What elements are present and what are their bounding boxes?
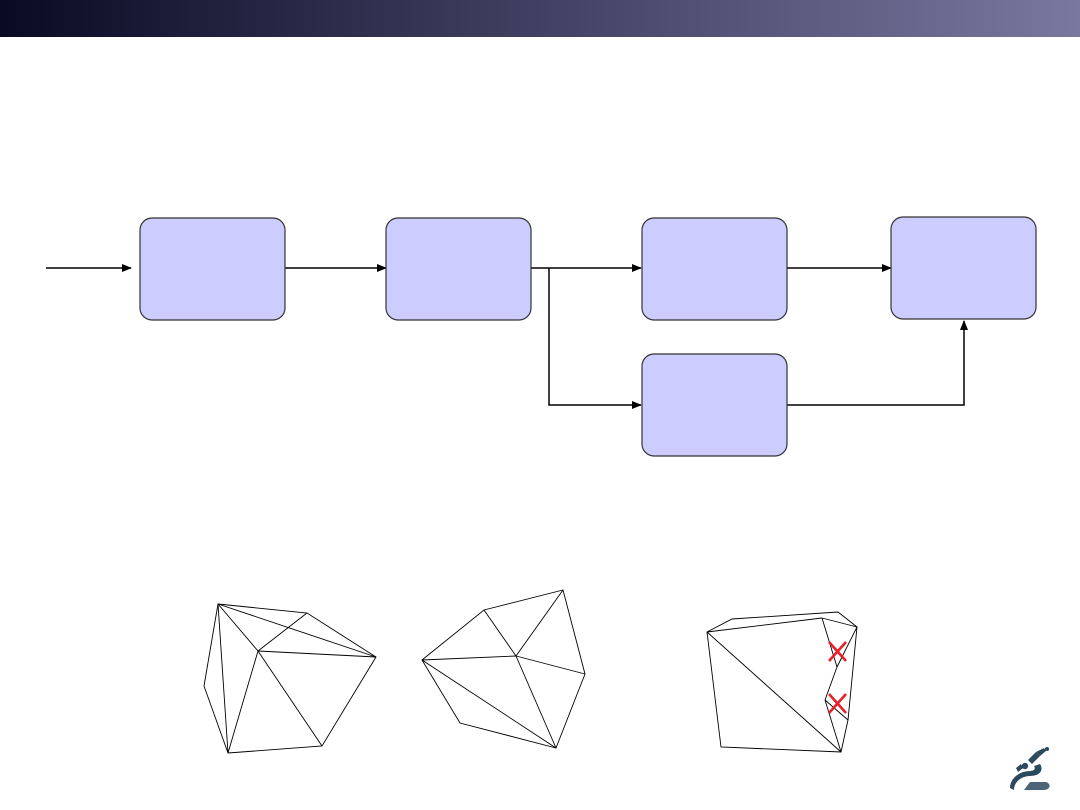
mesh-right bbox=[706, 611, 858, 753]
arrow-branch-to-block5 bbox=[548, 268, 642, 409]
robot-arm-logo-icon bbox=[1010, 747, 1050, 790]
red-x-mark-icon bbox=[828, 693, 847, 714]
flowchart-connectors bbox=[46, 264, 968, 409]
flow-block-3 bbox=[641, 217, 788, 321]
flow-block-5 bbox=[641, 353, 788, 457]
flowchart-boxes bbox=[139, 216, 1037, 457]
mesh-left bbox=[203, 603, 377, 754]
flow-block-4 bbox=[890, 216, 1037, 320]
flow-block-2 bbox=[385, 217, 532, 321]
mesh-middle bbox=[421, 589, 586, 749]
flow-block-1 bbox=[139, 217, 286, 321]
header-bar bbox=[0, 0, 1080, 37]
arrow-block5-to-block4 bbox=[787, 320, 968, 406]
red-x-mark-icon bbox=[828, 641, 847, 662]
